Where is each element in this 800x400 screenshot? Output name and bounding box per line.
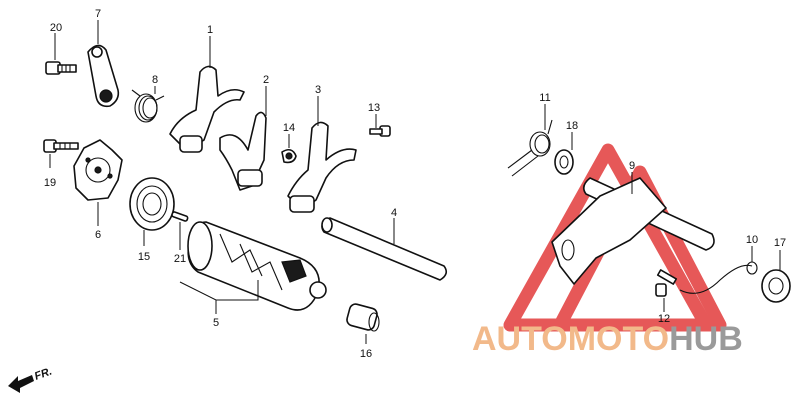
callout-4: 4 [391, 207, 397, 219]
callout-12: 12 [658, 313, 670, 325]
part-13-bolt [369, 125, 391, 137]
callout-18: 18 [566, 120, 578, 132]
callout-20: 20 [50, 22, 62, 34]
part-17-oil-seal [761, 269, 791, 303]
part-9-gearshift-spindle [551, 177, 715, 285]
part-12-bolt [655, 269, 678, 297]
callout-10: 10 [746, 234, 758, 246]
callout-15: 15 [138, 251, 150, 263]
part-3-shift-fork [287, 121, 357, 213]
part-16-collar [346, 303, 380, 332]
callout-7: 7 [95, 8, 101, 20]
part-15-bearing [129, 177, 175, 231]
part-11-spring [507, 119, 553, 177]
callout-13: 13 [368, 102, 380, 114]
part-7-stopper-arm [87, 44, 120, 108]
part-14-clip [281, 148, 297, 164]
callout-5: 5 [213, 317, 219, 329]
callout-14: 14 [283, 122, 295, 134]
callout-6: 6 [95, 229, 101, 241]
part-6-star-plate [73, 139, 123, 201]
watermark-wordmark: AUTOMOTOHUB [472, 320, 743, 358]
part-20-bolt [45, 61, 77, 75]
part-18-washer [554, 149, 574, 175]
watermark-moto: MOTO [568, 320, 669, 358]
part-4-fork-shaft [321, 217, 448, 281]
watermark-hub: HUB [669, 320, 743, 358]
part-1-shift-fork [169, 65, 245, 153]
callout-1: 1 [207, 24, 213, 36]
watermark-auto: AUTO [472, 320, 568, 358]
callout-21: 21 [174, 253, 186, 265]
callout-16: 16 [360, 348, 372, 360]
front-direction-arrow [8, 375, 34, 393]
part-8-spring [131, 89, 165, 123]
part-19-bolt [43, 139, 79, 153]
callout-9: 9 [629, 160, 635, 172]
callout-19: 19 [44, 177, 56, 189]
part-5-shift-drum [187, 221, 327, 311]
callout-17: 17 [774, 237, 786, 249]
part-21-dowel-pin [171, 211, 189, 222]
callout-2: 2 [263, 74, 269, 86]
front-direction-label: FR. [33, 365, 54, 382]
part-2-shift-fork [219, 111, 267, 191]
callout-11: 11 [539, 92, 550, 104]
callout-8: 8 [152, 74, 158, 86]
callout-3: 3 [315, 84, 321, 96]
